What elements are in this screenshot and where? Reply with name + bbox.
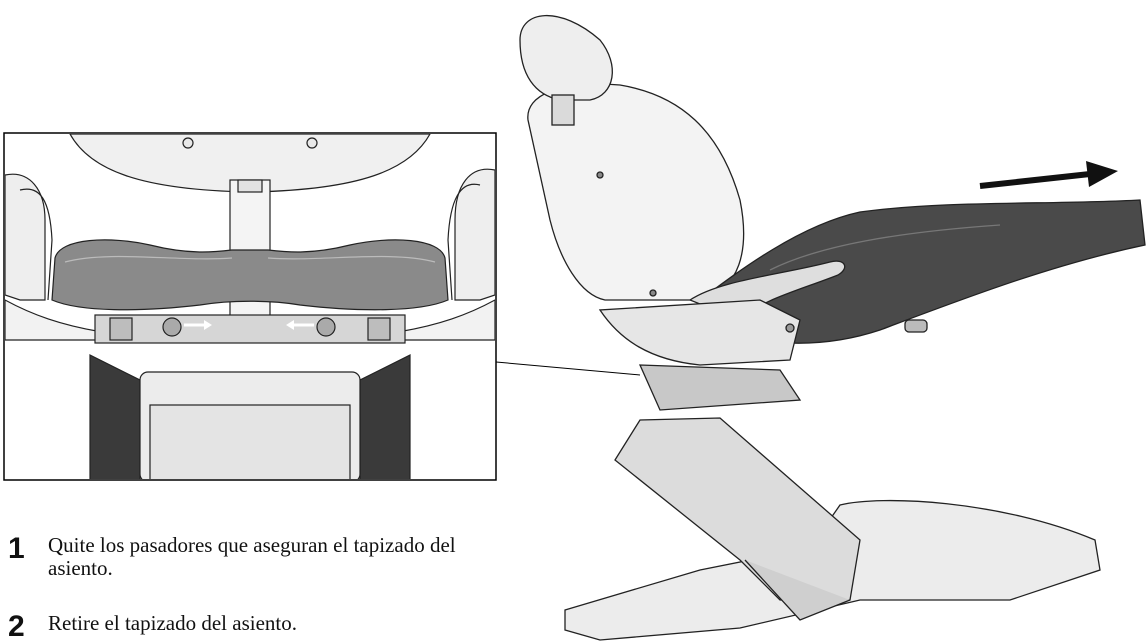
- step-text: Quite los pasadores que aseguran el tapi…: [48, 533, 456, 580]
- step-1: 1 Quite los pasadores que aseguran el ta…: [8, 534, 468, 580]
- pin-arrow-left: [184, 320, 212, 330]
- chair-headrest: [519, 14, 613, 101]
- dental-chair: [519, 14, 1146, 641]
- step-number: 1: [8, 532, 25, 565]
- step-text: Retire el tapizado del asiento.: [48, 611, 297, 635]
- remove-seat-arrow: [979, 161, 1118, 189]
- inset-detail-view: [3, 132, 497, 481]
- leader-line: [495, 361, 641, 376]
- step-2: 2 Retire el tapizado del asiento.: [8, 612, 468, 642]
- chair-seat-upholstery: [699, 199, 1146, 344]
- step-number: 2: [8, 610, 25, 643]
- chair-lift-arm: [614, 417, 861, 601]
- pin-arrow-right: [286, 320, 314, 330]
